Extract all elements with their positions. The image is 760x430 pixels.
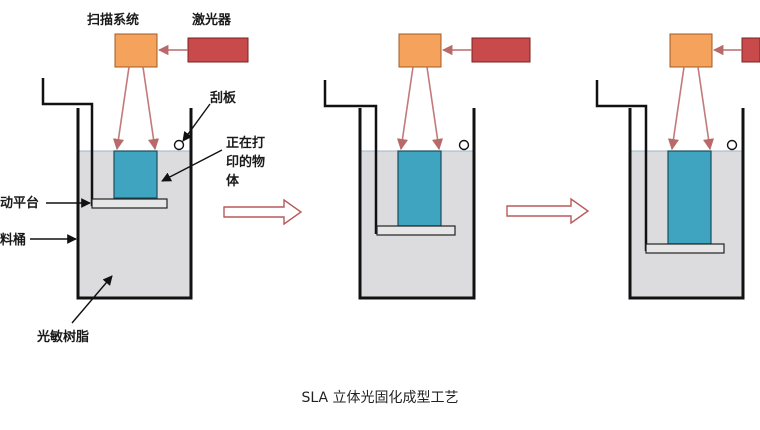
label-object-line1: 正在打 (226, 135, 265, 151)
stage-arrow-1 (223, 198, 303, 226)
label-resin: 光敏树脂 (36, 329, 89, 345)
pointer-object (161, 149, 223, 182)
elevator-arm-1 (41, 78, 94, 206)
scraper-3 (726, 139, 738, 151)
laser-beam-left-2 (396, 66, 414, 151)
laser-beam-right-1 (142, 66, 160, 151)
stage-2 (323, 33, 531, 300)
vat-2 (358, 108, 476, 300)
laser-beam-right-2 (426, 66, 444, 151)
stage-3 (595, 33, 760, 300)
printed-object-1 (113, 150, 158, 199)
printed-object-3 (667, 150, 712, 245)
label-laser: 激光器 (192, 12, 232, 28)
label-object-line2: 印的物 (226, 154, 265, 170)
label-object-line3: 体 (226, 173, 240, 189)
label-scraper: 刮板 (210, 90, 237, 106)
scanner-box-2 (398, 33, 442, 68)
laser-box-2 (471, 37, 531, 63)
build-platform-3 (645, 243, 725, 254)
stage-1 (41, 33, 249, 300)
laser-box-1 (187, 37, 249, 63)
scraper-2 (458, 139, 470, 151)
label-platform: 动平台 (0, 195, 39, 211)
label-scanner: 扫描系统 (87, 12, 139, 28)
scanner-box-1 (114, 33, 158, 68)
diagram-caption: SLA 立体光固化成型工艺 (301, 390, 458, 406)
printed-object-2 (397, 150, 442, 227)
laser-beam-right-3 (697, 66, 715, 151)
pointer-resin (71, 275, 113, 324)
laser-box-3 (741, 37, 760, 63)
elevator-arm-3 (595, 80, 648, 251)
vat-3 (628, 108, 745, 300)
stage-arrow-2 (506, 197, 590, 225)
pointer-scraper (182, 103, 211, 142)
scraper-1 (173, 139, 185, 151)
label-vat: 料桶 (0, 232, 26, 248)
build-platform-1 (91, 198, 168, 209)
elevator-arm-2 (323, 80, 378, 234)
scanner-box-3 (669, 33, 713, 68)
laser-beam-left-1 (112, 66, 130, 151)
laser-beam-left-3 (667, 66, 685, 151)
build-platform-2 (376, 225, 456, 236)
